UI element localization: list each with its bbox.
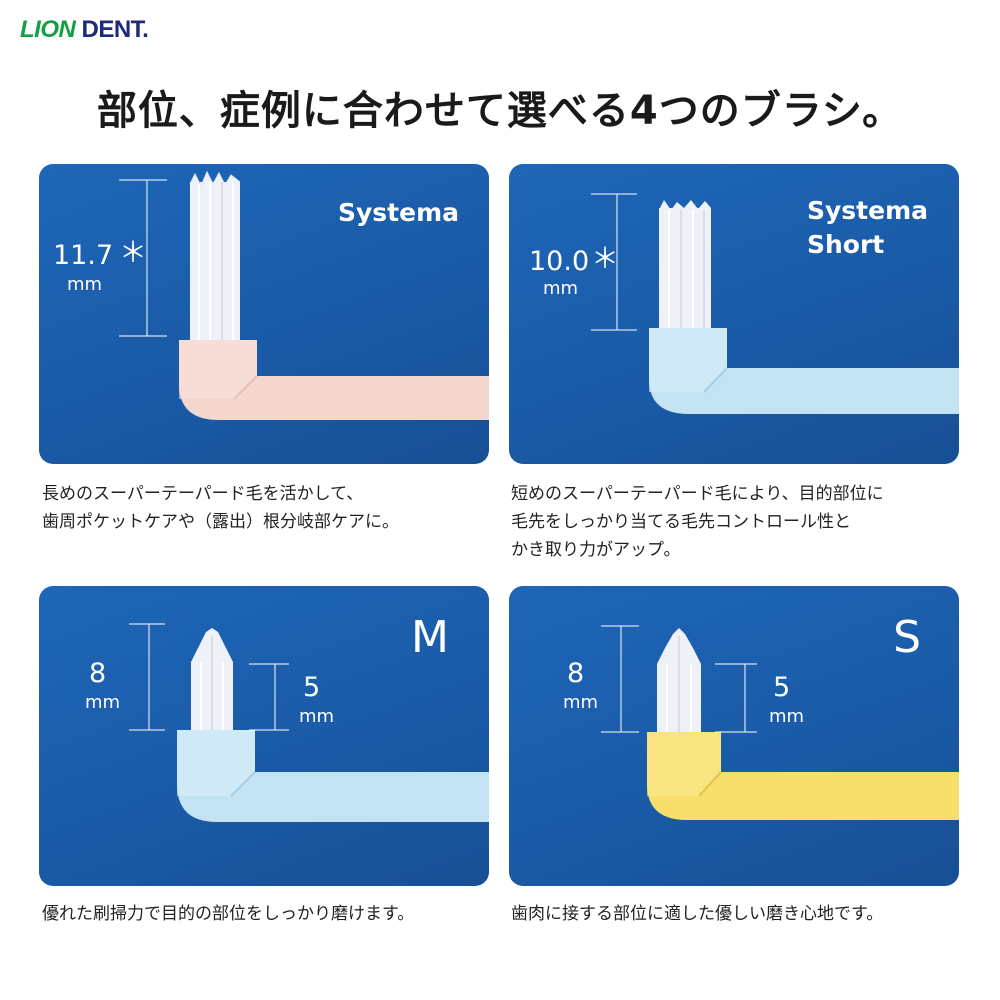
- s-bristles: [657, 628, 701, 734]
- systema-bristles: [189, 170, 241, 342]
- m-brand-label: M: [411, 612, 449, 663]
- systema-asterisk: ＊: [119, 236, 147, 269]
- systema-short-brand-line1: Systema: [807, 196, 929, 225]
- s-brush-illustration: 8 mm 5 mm: [563, 625, 959, 820]
- systema-description: 長めのスーパーテーパード毛を活かして、 歯周ポケットケアや（露出）根分岐部ケアに…: [42, 484, 399, 532]
- logo-dent-text: DENT.: [81, 16, 149, 43]
- s-length-sub-unit: mm: [769, 706, 804, 727]
- lion-dent-logo: LION DENT.: [20, 16, 149, 44]
- m-dimension-bracket-main: [129, 623, 165, 731]
- systema-short-handle: [649, 328, 959, 414]
- systema-short-length-unit: mm: [543, 278, 578, 299]
- s-handle: [647, 732, 959, 820]
- systema-short-brand-label: Systema Short: [807, 194, 928, 262]
- systema-short-description: 短めのスーパーテーパード毛により、目的部位に 毛先をしっかり当てる毛先コントロー…: [511, 484, 884, 560]
- brush-panel-s: 8 mm 5 mm S: [509, 586, 959, 886]
- s-length-main-value: 8: [567, 658, 584, 689]
- systema-handle: [179, 340, 489, 420]
- m-handle: [177, 730, 489, 822]
- s-length-sub-value: 5: [773, 672, 790, 703]
- logo-lion-text: LION: [20, 16, 76, 43]
- m-length-main-value: 8: [89, 658, 106, 689]
- systema-brush-illustration: 11.7 ＊ mm: [53, 170, 489, 420]
- s-brand-label: S: [893, 612, 921, 663]
- m-bristles: [191, 628, 233, 731]
- m-brush-illustration: 8 mm 5 mm: [85, 623, 489, 822]
- s-dimension-bracket-sub: [715, 663, 757, 733]
- systema-length-value: 11.7: [53, 240, 113, 271]
- m-length-sub-value: 5: [303, 672, 320, 703]
- systema-short-asterisk: ＊: [591, 242, 619, 275]
- m-description: 優れた刷掃力で目的の部位をしっかり磨けます。: [42, 904, 415, 924]
- brush-panel-systema: 11.7 ＊ mm Systema: [39, 164, 489, 464]
- systema-short-brush-illustration: 10.0 ＊ mm: [529, 193, 959, 414]
- systema-length-unit: mm: [67, 274, 102, 295]
- systema-short-length-value: 10.0: [529, 246, 589, 277]
- m-dimension-bracket-sub: [249, 663, 289, 731]
- s-description: 歯肉に接する部位に適した優しい磨き心地です。: [511, 904, 884, 924]
- systema-short-dimension-bracket: [591, 193, 637, 331]
- page-headline: 部位、症例に合わせて選べる4つのブラシ。: [96, 88, 904, 134]
- systema-short-brand-line2: Short: [807, 230, 885, 259]
- brush-panel-m: 8 mm 5 mm M: [39, 586, 489, 886]
- systema-brand-label: Systema: [337, 198, 459, 227]
- s-length-main-unit: mm: [563, 692, 598, 713]
- s-dimension-bracket-main: [601, 625, 639, 733]
- m-length-sub-unit: mm: [299, 706, 334, 727]
- brush-panel-systema-short: 10.0 ＊ mm Systema Short: [509, 164, 959, 464]
- systema-short-bristles: [659, 200, 711, 332]
- systema-dimension-bracket: [119, 179, 167, 337]
- m-length-main-unit: mm: [85, 692, 120, 713]
